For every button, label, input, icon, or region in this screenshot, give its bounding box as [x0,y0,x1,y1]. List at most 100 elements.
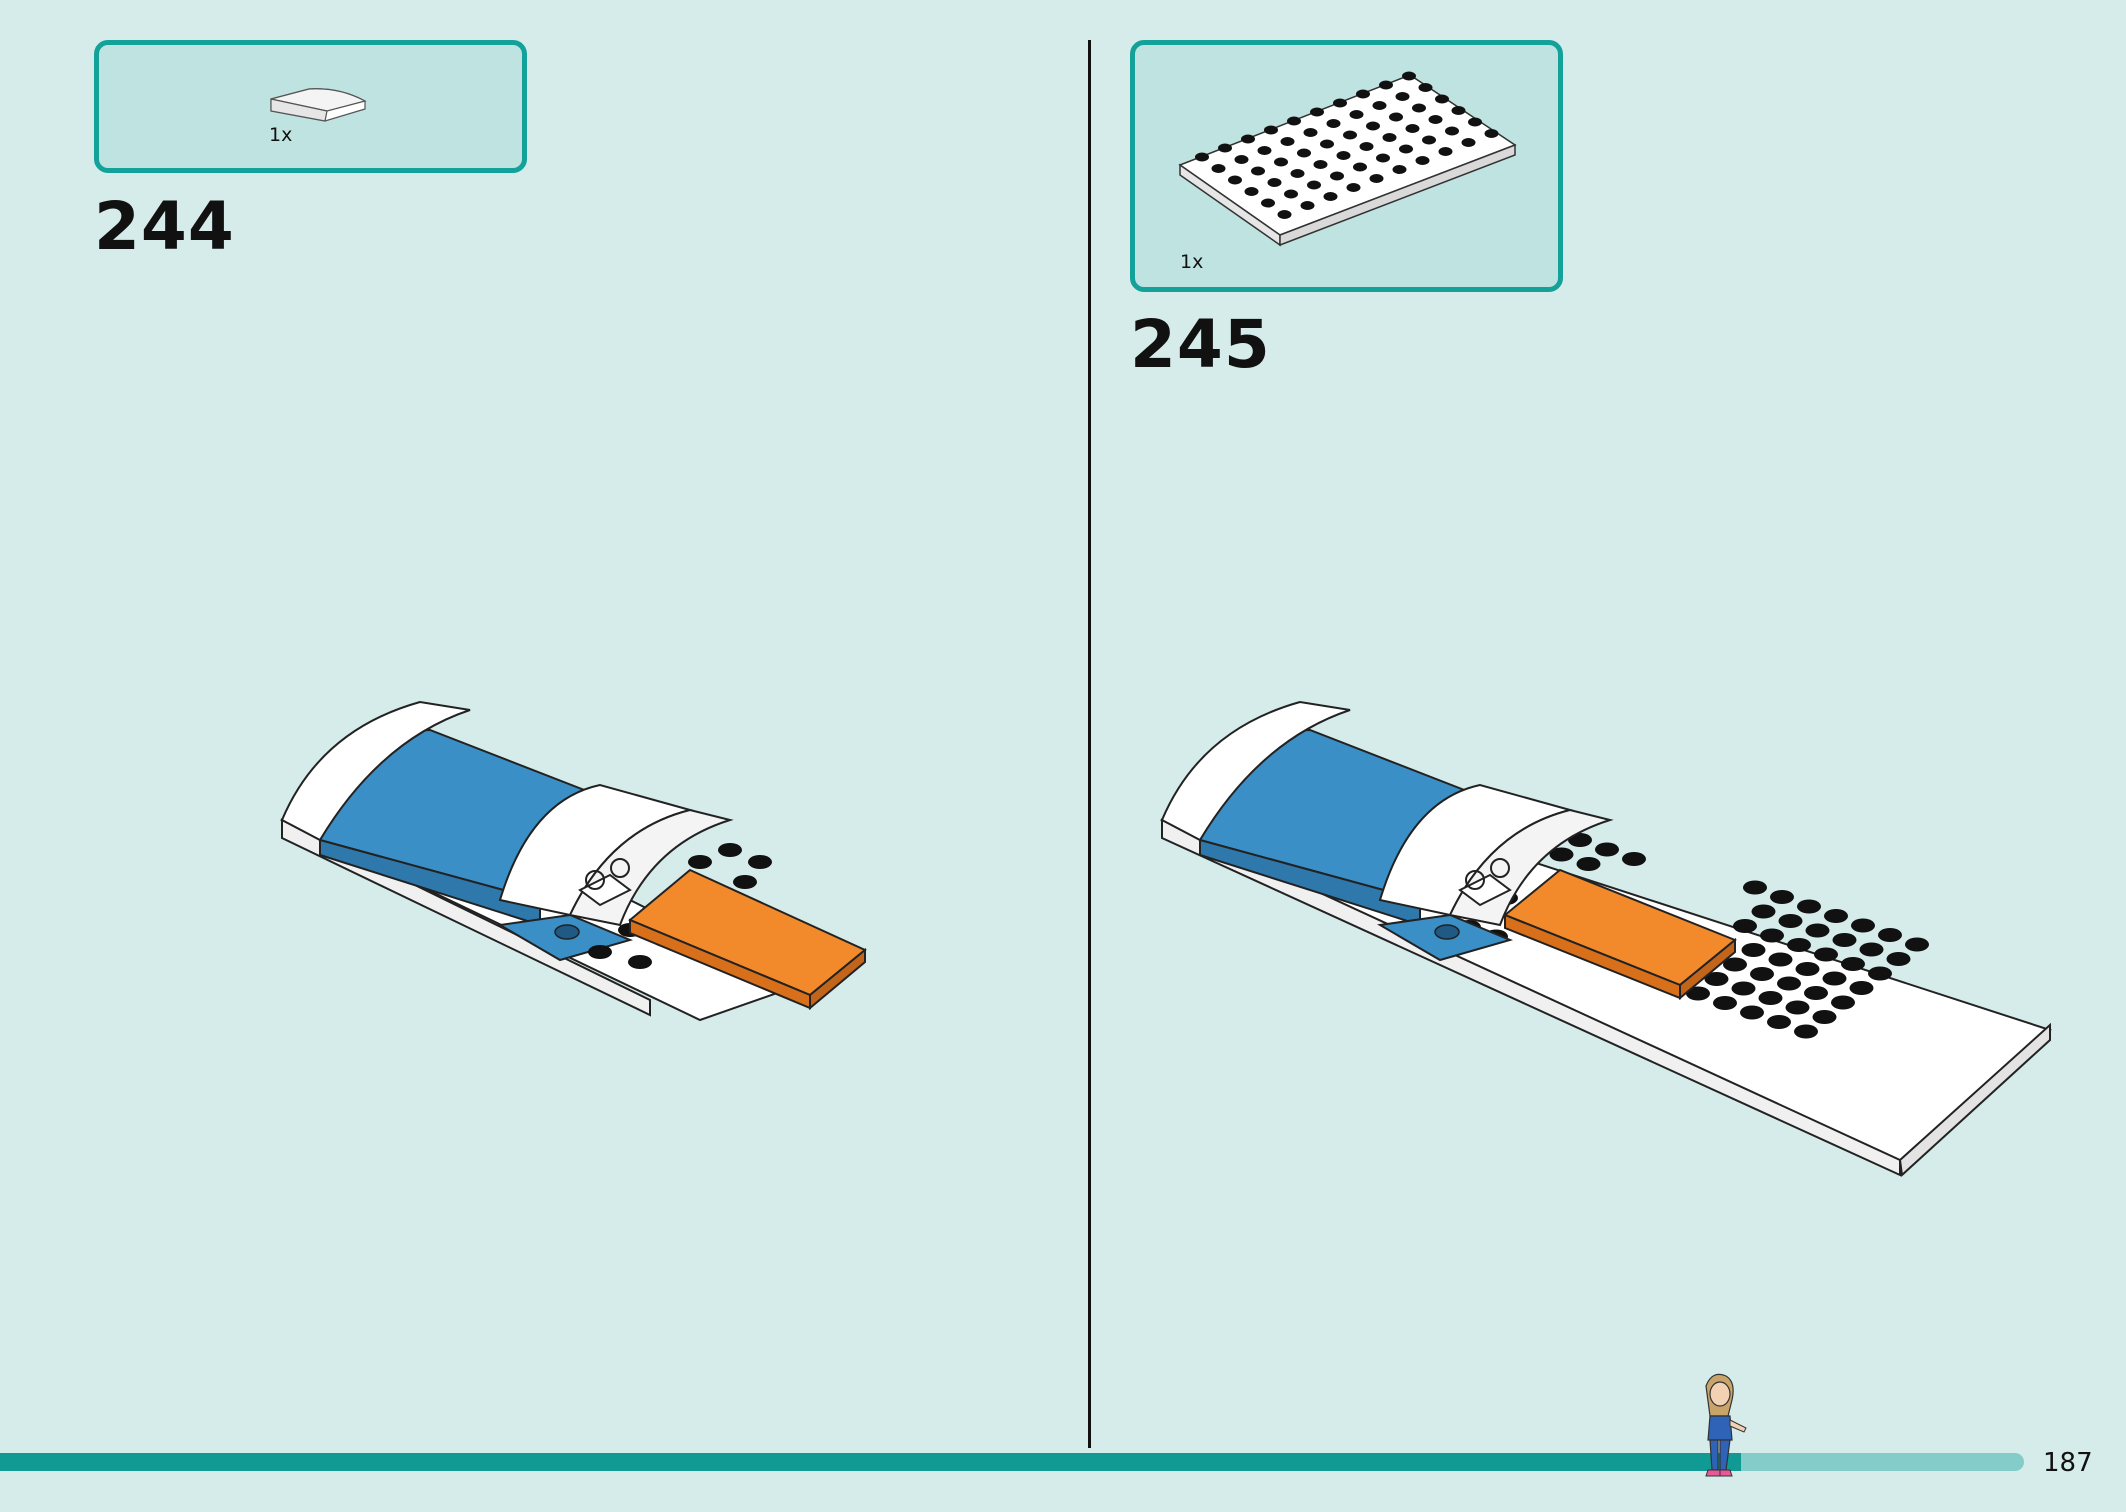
plate-stud [1468,117,1482,127]
plate-stud [1412,103,1426,113]
plate-stud [1356,89,1370,99]
plate-stud [1277,210,1292,219]
base-stud [1822,971,1847,986]
base-stud [1713,996,1737,1010]
base-stud [1743,880,1767,895]
plate-stud [1326,119,1341,128]
base-stud [1767,1015,1791,1029]
minidoll-figure-icon [1705,1373,1747,1477]
plate-stud [1402,71,1416,81]
base-stud [1797,899,1821,914]
base-stud [1868,966,1892,981]
plate-stud [1461,138,1476,147]
plate-stud [1218,143,1232,153]
plate-stud [1267,178,1282,187]
base-stud [1595,842,1619,857]
plate-stud [1320,139,1334,149]
base-stud [1741,943,1766,957]
base-stud [1795,962,1820,976]
base-stud [1785,1000,1810,1015]
plate-stud [1484,129,1499,138]
base-stud [1758,991,1783,1005]
base-stud [1812,1010,1837,1024]
base-stud [1824,909,1848,923]
step-number: 244 [94,188,235,265]
base-stud [1751,904,1776,919]
plate-stud [1274,157,1288,167]
plate-stud [1244,187,1259,196]
parts-callout-245: 1x [1130,40,1563,292]
part-quantity: 1x [269,124,293,146]
base-stud [1686,986,1710,1001]
assembly-illustration-245 [1159,700,2052,1178]
plate-stud [1287,116,1301,126]
plate-stud [1422,135,1436,145]
plate-stud [1451,106,1466,115]
plate-stud [1428,115,1443,124]
base-stud [1731,981,1756,996]
base-stud [1576,857,1601,871]
base-stud [1622,852,1646,866]
plate-stud [1336,151,1351,160]
base-stud [1760,928,1784,943]
plate-stud [1353,162,1367,172]
base-stud [1549,847,1574,862]
base-stud [1723,957,1747,972]
plate-stud [1195,152,1209,162]
base-stud [1704,972,1729,986]
plate-stud [1261,198,1275,208]
base-stud [1804,986,1828,1000]
plate-stud [1369,174,1384,183]
base-stud [1814,947,1838,962]
plate-stud [1372,101,1387,110]
plate-stud [1333,98,1347,108]
base-stud [1778,914,1803,928]
plate-stud [1234,155,1249,164]
base-stud [1832,933,1857,947]
plate-stud [1445,126,1459,136]
plate-stud [1382,133,1397,142]
parts-callout-244: 1x [94,40,527,173]
base-stud [1740,1005,1764,1020]
plate-stud [1211,164,1226,173]
plate-stud [1257,146,1272,155]
plate-stud [1300,201,1315,210]
plate-stud [1415,156,1430,165]
base-stud [1905,937,1929,952]
plate-stud [1280,137,1295,146]
base-stud [1750,967,1774,981]
plate-stud [1399,144,1413,154]
plate-stud [1307,180,1321,190]
progress-bar-fill [0,1453,1741,1471]
plate-stud [1290,169,1305,178]
step-number: 245 [1130,306,1271,383]
plate-stud [1376,153,1390,163]
base-stud [1805,923,1830,938]
plate-stud [1323,192,1338,201]
6x10-plate-icon [1178,71,1517,247]
base-stud [1787,938,1811,952]
plate-stud [1359,142,1374,151]
base-stud [1770,890,1794,904]
base-stud [1794,1024,1818,1039]
plate-stud [1313,160,1328,169]
plate-stud [1241,134,1255,144]
plate-stud [1389,112,1403,122]
plate-stud [1330,171,1344,181]
base-stud [1849,981,1874,995]
base-stud [1831,995,1855,1010]
plate-stud [1303,128,1318,137]
assembly-illustration-244 [279,700,867,1022]
plate-stud [1343,130,1357,140]
plate-stud [1405,124,1420,133]
base-stud [1886,952,1911,966]
base-stud [1851,918,1875,933]
plate-stud [1435,94,1449,104]
curved-slope-brick-icon [270,88,367,122]
plate-stud [1346,183,1361,192]
plate-stud [1251,166,1265,176]
plate-stud [1284,189,1298,199]
progress-bar [0,1453,2024,1471]
plate-stud [1297,148,1311,158]
